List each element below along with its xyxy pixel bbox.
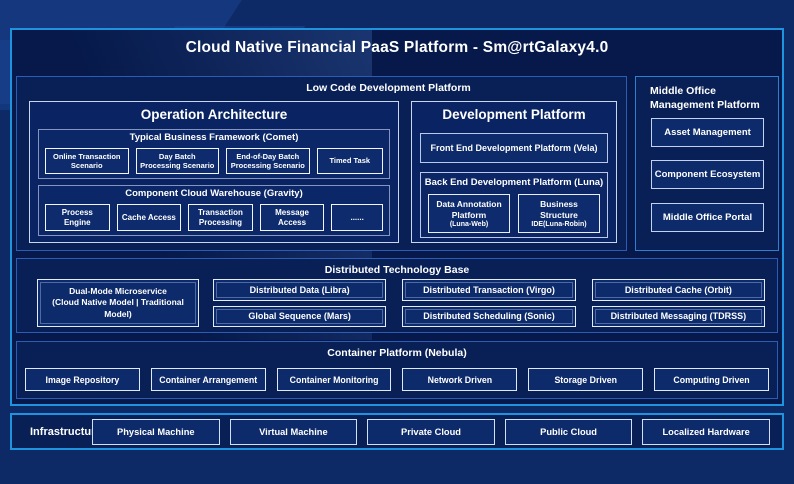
luna-item-title: Business Structure [540,198,578,220]
distributed-item: Distributed Transaction (Virgo) [402,279,576,301]
middle-office-panel: Middle Office Management Platform Asset … [635,76,779,251]
gravity-item: Transaction Processing [188,204,253,231]
container-items-row: Image Repository Container Arrangement C… [25,368,769,391]
back-end-platform-label: Back End Development Platform (Luna) [424,177,604,188]
distributed-base-label: Distributed Technology Base [324,264,470,276]
container-item: Container Monitoring [276,368,392,391]
dual-mode-sub: (Cloud Native Model | Traditional Model) [52,297,184,319]
luna-item-sub: (Luna-Web) [449,221,489,229]
distributed-base-section: Distributed Technology Base Dual-Mode Mi… [16,258,778,333]
container-platform-label: Container Platform (Nebula) [327,347,467,359]
low-code-platform-section: Low Code Development Platform Operation … [16,76,627,251]
gravity-item: Message Access [259,204,325,231]
luna-item-sub: IDE(Luna-Robin) [531,221,587,229]
container-item: Network Driven [402,368,518,391]
middle-office-item: Middle Office Portal [651,203,764,232]
gravity-item: ...... [331,204,383,231]
container-item: Container Arrangement [150,368,266,391]
container-item: Computing Driven [654,368,769,391]
comet-items-row: Online Transaction Scenario Day Batch Pr… [45,148,383,174]
low-code-platform-label: Low Code Development Platform [306,82,471,94]
distributed-items-grid: Distributed Data (Libra) Distributed Tra… [213,279,765,327]
back-end-items-row: Data Annotation Platform (Luna-Web) Busi… [428,194,600,233]
infrastructure-item: Private Cloud [367,418,495,445]
infrastructure-item: Localized Hardware [642,418,770,445]
operation-architecture-title: Operation Architecture [140,107,288,122]
distributed-item: Distributed Data (Libra) [213,279,387,301]
comet-group-label: Typical Business Framework (Comet) [129,132,299,143]
infrastructure-item: Physical Machine [92,418,220,445]
luna-item-title: Data Annotation Platform [436,198,502,220]
distributed-item: Distributed Scheduling (Sonic) [402,305,576,327]
container-platform-section: Container Platform (Nebula) Image Reposi… [16,341,778,399]
distributed-item: Distributed Cache (Orbit) [591,279,765,301]
back-end-platform-group: Back End Development Platform (Luna) Dat… [420,172,608,238]
comet-item: Timed Task [316,148,383,174]
operation-architecture-panel: Operation Architecture Typical Business … [29,101,399,243]
gravity-item: Cache Access [116,204,182,231]
infrastructure-label: Infrastructure [30,425,102,438]
comet-item: End-of-Day Batch Processing Scenario [226,148,310,174]
comet-item: Day Batch Processing Scenario [135,148,220,174]
gravity-item: Process Engine [45,204,110,231]
gravity-group: Component Cloud Warehouse (Gravity) Proc… [38,185,390,236]
gravity-items-row: Process Engine Cache Access Transaction … [45,204,383,231]
comet-item: Online Transaction Scenario [45,148,129,174]
infrastructure-items-row: Physical Machine Virtual Machine Private… [92,418,770,445]
middle-office-item: Component Ecosystem [651,160,764,189]
page-title: Cloud Native Financial PaaS Platform - S… [185,39,609,56]
infrastructure-item: Virtual Machine [229,418,358,445]
development-platform-panel: Development Platform Front End Developme… [411,101,617,243]
luna-item: Business Structure IDE(Luna-Robin) [518,194,600,233]
infrastructure-item: Public Cloud [504,418,633,445]
front-end-platform-box: Front End Development Platform (Vela) [420,133,608,163]
distributed-item: Global Sequence (Mars) [213,305,387,327]
gravity-group-label: Component Cloud Warehouse (Gravity) [125,188,303,199]
infrastructure-panel: Infrastructure Physical Machine Virtual … [10,413,784,450]
comet-group: Typical Business Framework (Comet) Onlin… [38,129,390,179]
middle-office-label: Middle Office Management Platform [650,85,760,111]
container-item: Storage Driven [528,368,644,391]
middle-office-item: Asset Management [651,118,764,147]
container-item: Image Repository [25,368,140,391]
luna-item: Data Annotation Platform (Luna-Web) [428,194,510,233]
dual-mode-title: Dual-Mode Microservice [69,285,167,296]
development-platform-title: Development Platform [442,107,586,122]
distributed-item: Distributed Messaging (TDRSS) [591,305,765,327]
main-panel: Cloud Native Financial PaaS Platform - S… [10,28,784,406]
dual-mode-microservice-box: Dual-Mode Microservice (Cloud Native Mod… [37,279,199,327]
